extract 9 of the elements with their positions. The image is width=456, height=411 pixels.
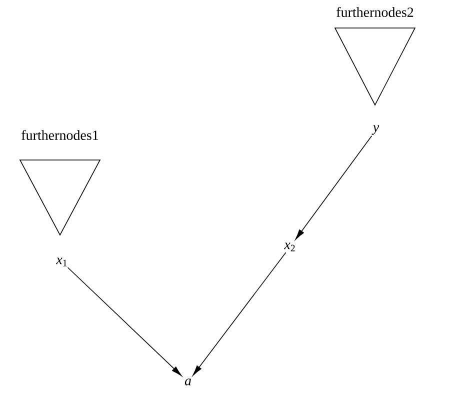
arrow (192, 252, 286, 376)
node-heading: furthernodes2 (336, 6, 414, 17)
node-heading: furthernodes1 (22, 130, 98, 140)
arrow (295, 135, 372, 240)
arrow (67, 267, 182, 376)
variable-label: x$_{1}$ (56, 258, 67, 266)
variable-label: y (372, 125, 380, 135)
variable-label: a (184, 378, 191, 386)
variable-label: x$_{2}$ (284, 242, 295, 252)
